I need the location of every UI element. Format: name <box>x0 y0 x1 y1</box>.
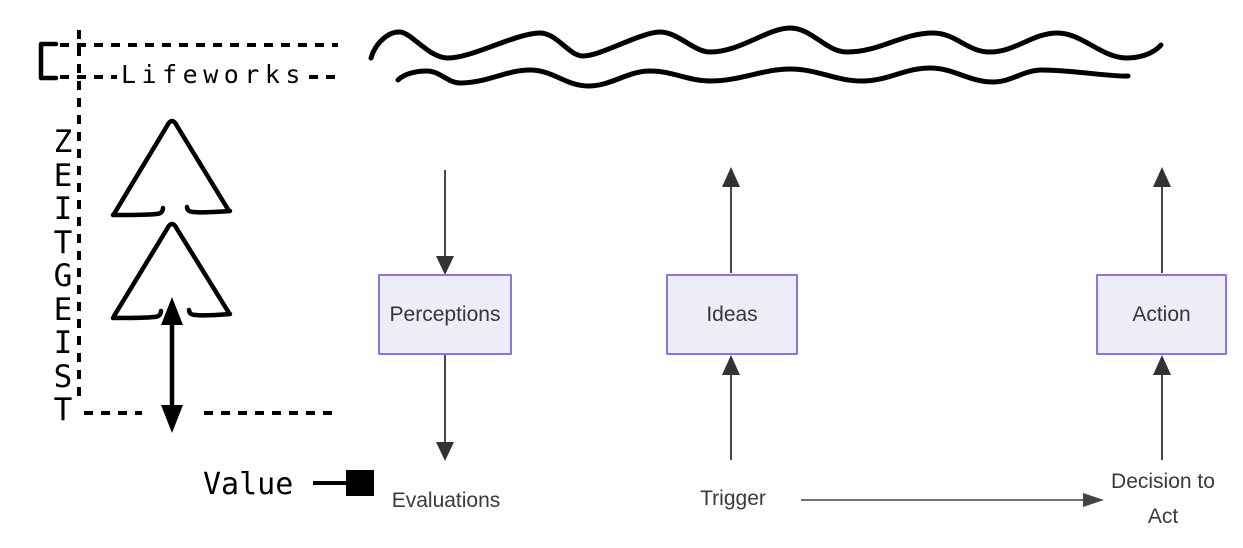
ideas-box: Ideas <box>666 274 798 355</box>
evaluations-label: Evaluations <box>391 489 501 512</box>
lower-triangle-base-right <box>186 307 233 318</box>
upper-triangle-base-right <box>184 204 233 215</box>
upper-triangle-base-left <box>110 205 166 218</box>
arrow-trigger-to-decision-head <box>1083 493 1104 507</box>
lifeworks-bracket-icon <box>38 41 59 81</box>
trigger-label: Trigger <box>700 487 766 510</box>
decision-to-act-label: Decision to Act <box>1111 470 1215 528</box>
value-marker-square-icon <box>346 470 374 496</box>
perceptions-box: Perceptions <box>378 274 512 355</box>
arrow-action-up-head <box>1153 167 1171 187</box>
action-box-label: Action <box>1132 302 1191 326</box>
upper-triangle-icon <box>111 118 232 217</box>
arrow-perceptions-to-evaluations-head <box>436 442 454 461</box>
perceptions-box-label: Perceptions <box>389 302 501 326</box>
arrow-decision-to-action-head <box>1153 355 1171 375</box>
arrow-ideas-up-head <box>722 167 740 187</box>
lifeworks-label: Lifeworks <box>121 60 306 89</box>
lower-triangle-base-left <box>110 308 164 321</box>
action-box: Action <box>1096 274 1227 355</box>
ideas-box-label: Ideas <box>706 302 758 326</box>
wave-top-icon <box>368 25 1164 61</box>
value-label: Value <box>203 467 294 502</box>
lower-triangle-icon <box>111 221 232 319</box>
wave-bottom-icon <box>395 65 1131 89</box>
double-arrow-up-head <box>161 297 183 325</box>
arrow-trigger-to-ideas-head <box>722 355 740 375</box>
double-arrow-down-head <box>161 405 183 433</box>
arrow-into-perceptions-head <box>436 256 454 275</box>
zeitgeist-label: ZEITGEIST <box>53 124 73 428</box>
